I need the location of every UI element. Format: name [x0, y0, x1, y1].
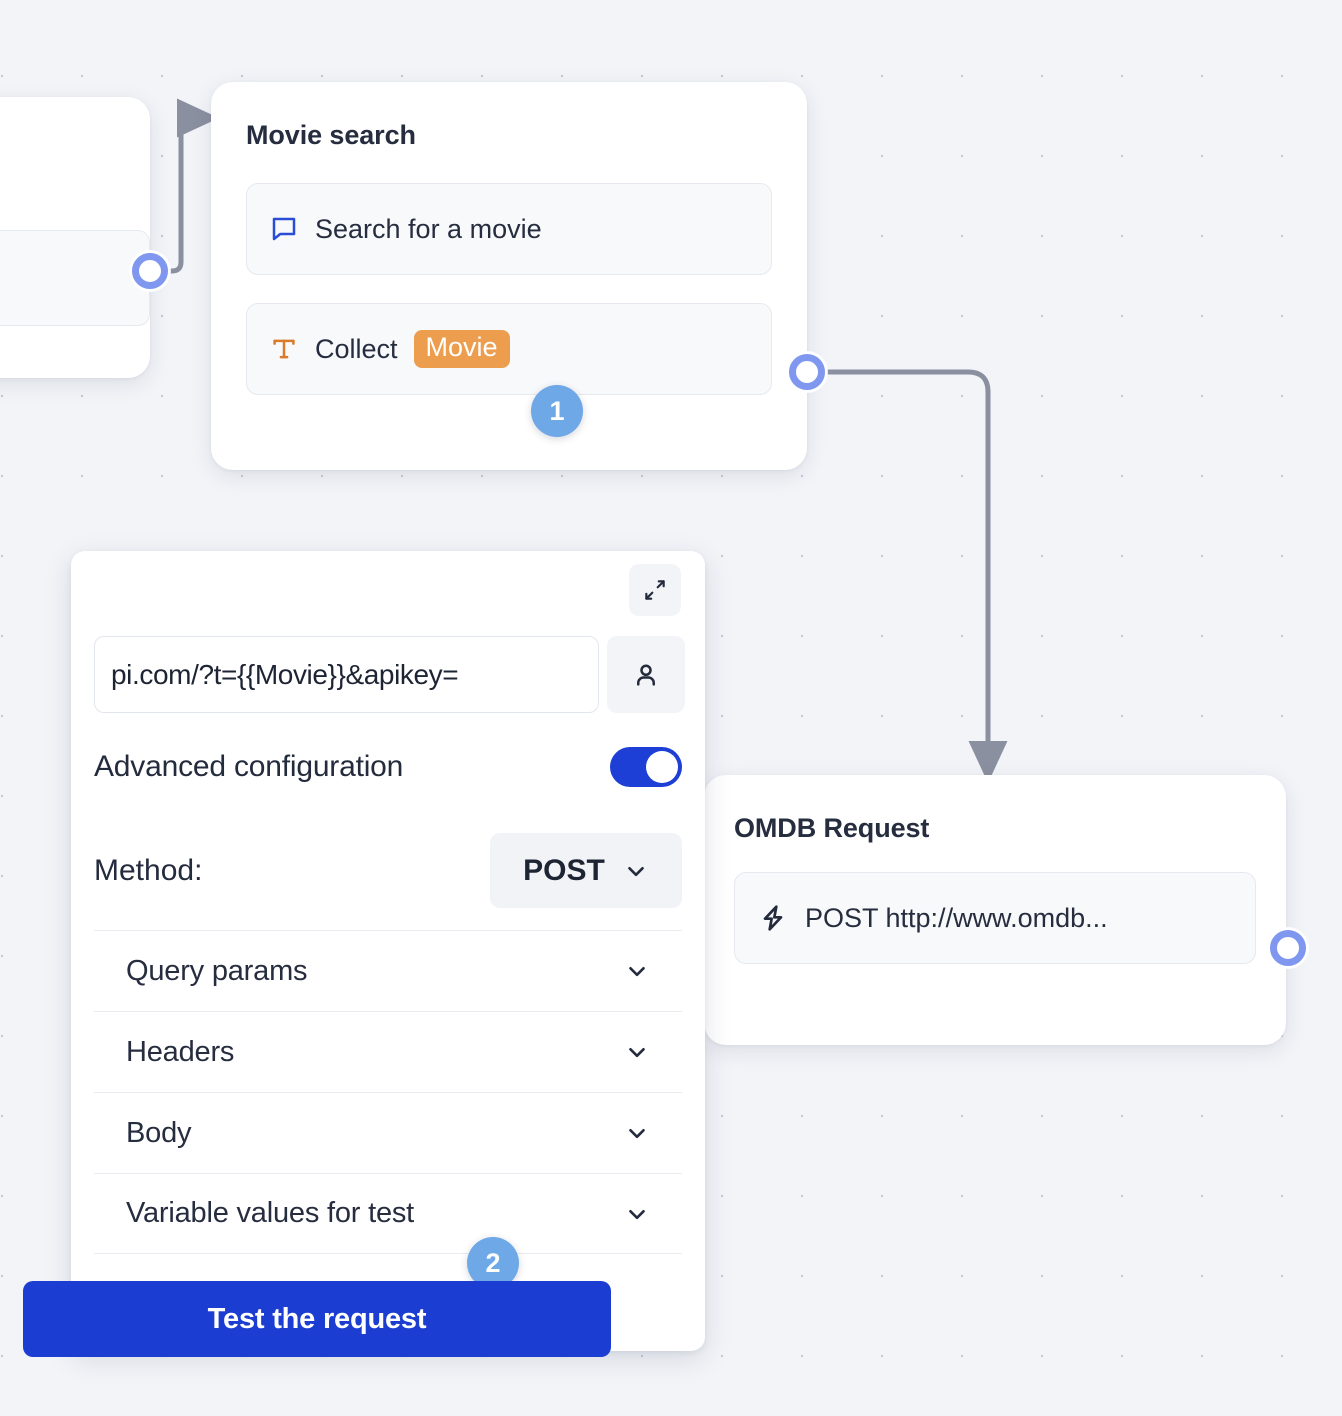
node-row-label: POST http://www.omdb... — [805, 902, 1108, 933]
expand-diagonal-icon — [645, 580, 665, 600]
request-config-panel[interactable]: 2 Advanced configuration Method: POST Qu… — [71, 551, 705, 1351]
node-movie-search-title: Movie search — [246, 120, 416, 150]
step-badge-1: 1 — [531, 385, 583, 437]
accordion-label: Headers — [126, 1035, 235, 1068]
accordion-body[interactable]: Body — [94, 1092, 682, 1173]
url-area — [94, 636, 685, 713]
method-select[interactable]: POST — [490, 833, 682, 908]
chevron-down-icon — [629, 1209, 645, 1219]
accordion-label: Body — [126, 1116, 192, 1149]
node-movie-search[interactable]: Movie search Search for a movie Collect … — [211, 82, 807, 470]
node-omdb-request-title: OMDB Request — [734, 813, 930, 843]
method-row: Method: POST — [94, 833, 682, 908]
lightning-bolt-icon — [757, 902, 789, 934]
chevron-down-icon — [629, 1128, 645, 1139]
text-field-icon — [269, 334, 299, 364]
chevron-down-icon — [629, 966, 645, 977]
node-previous-row[interactable] — [0, 230, 150, 326]
node-omdb-request[interactable]: OMDB Request POST http://www.omdb... — [704, 775, 1286, 1045]
request-url-input[interactable] — [94, 636, 599, 713]
user-icon — [637, 663, 655, 686]
chevron-down-icon — [628, 866, 644, 876]
advanced-configuration-label: Advanced configuration — [94, 750, 404, 783]
chat-bubble-icon — [269, 214, 299, 244]
accordion-headers[interactable]: Headers — [94, 1011, 682, 1092]
node-row-collect-movie[interactable]: Collect Movie — [246, 303, 772, 395]
edge-prev-to-movie — [159, 98, 220, 274]
accordion-label: Query params — [126, 954, 308, 987]
node-previous[interactable] — [0, 97, 150, 378]
method-value: POST — [523, 853, 605, 887]
method-label: Method: — [94, 853, 203, 887]
connector-omdb-output[interactable] — [1268, 928, 1308, 968]
accordion-query-params[interactable]: Query params — [94, 930, 682, 1011]
test-the-request-button[interactable]: Test the request — [23, 1281, 611, 1357]
chevron-down-icon — [629, 1047, 645, 1058]
accordion-variable-values-for-test[interactable]: Variable values for test — [94, 1173, 682, 1254]
edge-movie-to-omdb — [820, 369, 1008, 784]
user-variables-button[interactable] — [607, 636, 685, 713]
advanced-configuration-row: Advanced configuration — [94, 747, 682, 787]
step-badge-2: 2 — [467, 1237, 519, 1289]
advanced-configuration-toggle[interactable] — [610, 747, 682, 787]
connector-prev-output[interactable] — [130, 251, 170, 291]
variable-chip-movie[interactable]: Movie — [413, 330, 510, 368]
accordion-sections: Query params Headers Body Variable value… — [94, 930, 682, 1254]
expand-button[interactable] — [629, 564, 681, 616]
node-row-post-request[interactable]: POST http://www.omdb... — [734, 872, 1256, 964]
node-row-label: Collect — [315, 333, 398, 364]
node-row-label: Search for a movie — [315, 213, 542, 244]
node-row-search-for-a-movie[interactable]: Search for a movie — [246, 183, 772, 275]
accordion-label: Variable values for test — [126, 1197, 415, 1229]
connector-movie-output[interactable] — [787, 352, 827, 392]
